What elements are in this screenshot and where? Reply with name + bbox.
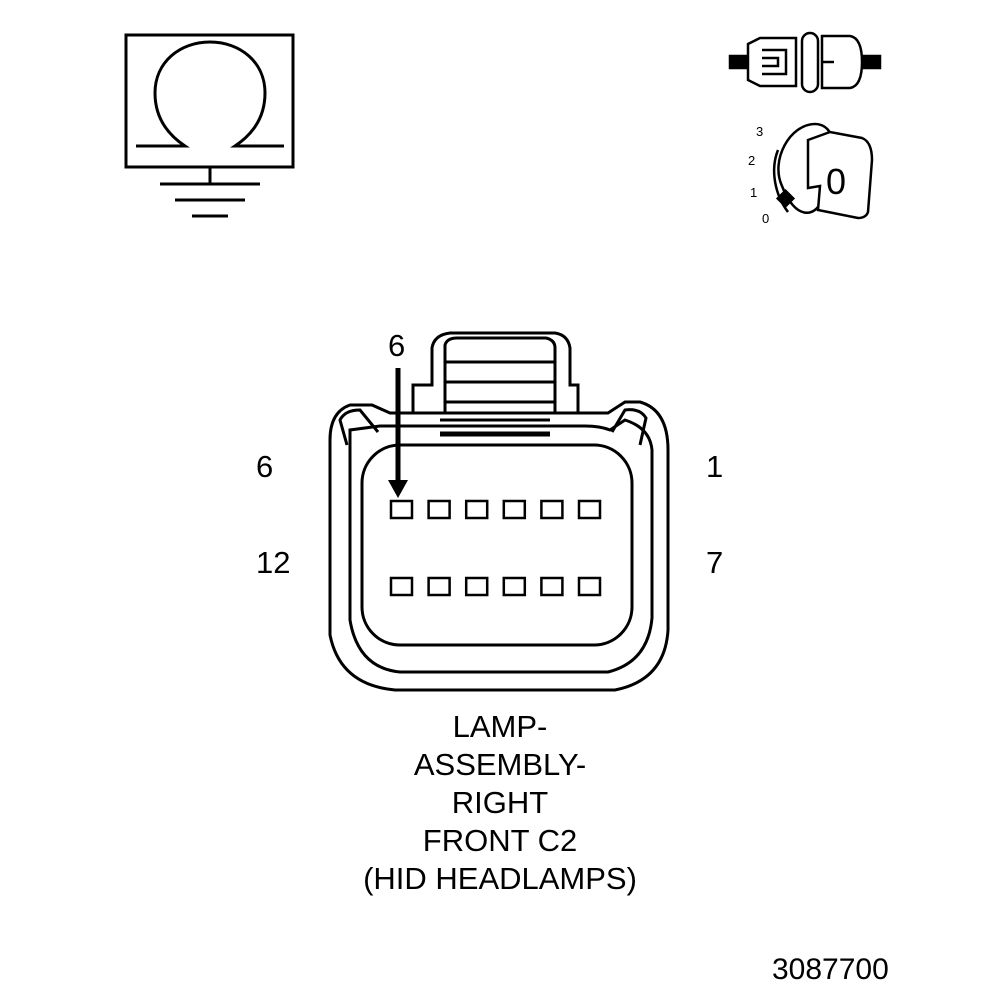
pin-cavity [540,499,564,520]
connector-lock-tab [411,331,580,413]
corner-label-top-right: 1 [706,449,724,484]
connector-outer-shell [328,400,670,692]
ignition-position-0: 0 [762,211,769,226]
pin-cavity [502,499,527,520]
pin-cavity [427,576,451,597]
pin-callout-label: 6 [388,328,406,363]
pin-cavity [502,576,527,597]
ground-symbol-icon [124,33,295,218]
pin-cavities [389,499,602,597]
pin-cavity-area [360,443,634,647]
ignition-position-2: 2 [748,153,755,168]
connector-title: LAMP- ASSEMBLY- RIGHT FRONT C2 (HID HEAD… [300,708,700,898]
title-line-3: RIGHT [451,785,549,820]
pin-cavity [540,576,564,597]
figure-id: 3087700 [772,953,889,986]
pin-cavity [577,576,602,597]
corner-label-bottom-right: 7 [706,545,724,580]
pin-cavity [464,499,489,520]
pin-callout-arrow [388,368,408,498]
ignition-key-icon [772,122,874,220]
title-line-2: ASSEMBLY- [413,747,587,782]
pin-cavity [577,499,602,520]
pin-cavity [389,499,414,520]
corner-label-top-left: 6 [256,449,274,484]
ignition-key-label: 0 [826,161,846,202]
title-line-1: LAMP- [452,709,548,744]
ignition-position-1: 1 [750,185,757,200]
title-line-4: FRONT C2 [422,823,578,858]
pin-cavity [464,576,489,597]
ignition-position-3: 3 [756,124,763,139]
pin-cavity [427,499,451,520]
connector-inner-shell [348,418,654,674]
connector-disconnect-icon [728,31,882,94]
corner-label-bottom-left: 12 [256,545,291,580]
title-line-5: (HID HEADLAMPS) [363,861,637,896]
pin-cavity [389,576,414,597]
